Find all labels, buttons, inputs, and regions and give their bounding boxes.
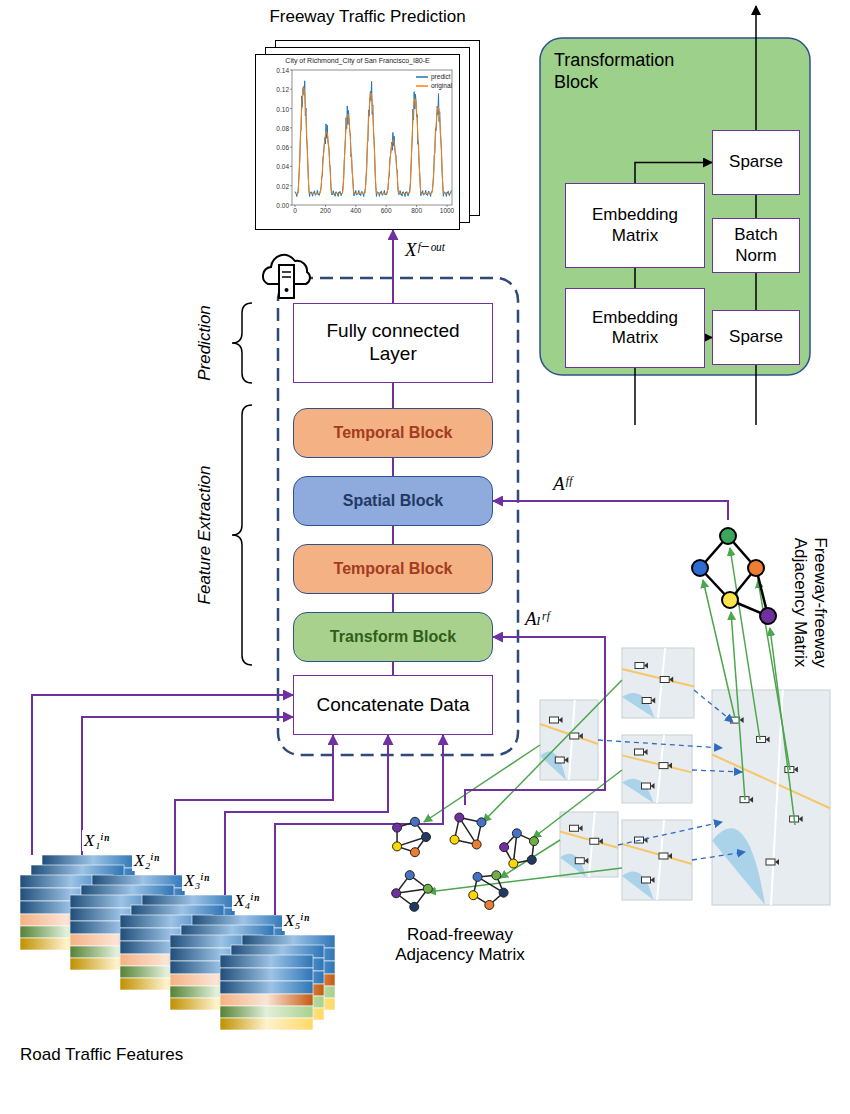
- axis-tick: 0.14: [276, 66, 289, 73]
- figure-label: Road Traffic Features: [20, 1045, 183, 1065]
- axis-tick: 0.00: [276, 202, 289, 209]
- feature-stack-figure: [220, 935, 335, 1030]
- input-line: [755, 365, 757, 425]
- process-box: Fully connected Layer: [293, 303, 493, 383]
- output-arrow: [755, 6, 757, 130]
- axis-tick: 0.04: [276, 163, 289, 170]
- edge-label: Aₗʳᶠ: [523, 607, 551, 630]
- legend-text: predict: [431, 73, 451, 80]
- axis-tick: 800: [411, 207, 422, 214]
- process-box: Concatenate Data: [293, 675, 493, 735]
- connector: [392, 458, 394, 476]
- box-label: Transform Block: [330, 627, 456, 646]
- axis-tick: 0.02: [276, 182, 289, 189]
- box-label: Embedding Matrix: [575, 308, 695, 349]
- box-label: Batch Norm: [721, 225, 791, 266]
- node-heading: Road-freeway Adjacency Matrix: [370, 925, 550, 966]
- node-heading: X₃ⁱⁿ: [182, 870, 211, 891]
- box-label: Temporal Block: [334, 559, 453, 578]
- axis-tick: 400: [350, 207, 361, 214]
- axis-tick: 600: [381, 207, 392, 214]
- node-heading: X₁ⁱⁿ: [82, 830, 111, 851]
- legend-sample: [416, 74, 428, 80]
- axis-tick: 0.08: [276, 124, 289, 131]
- temporal-block: Temporal Block: [293, 408, 493, 458]
- axis-tick: 1000: [440, 207, 454, 214]
- chart-title: City of Richmond_City of San Francisco_I…: [255, 57, 460, 64]
- axis-tick: 0.06: [276, 144, 289, 151]
- connector: [32, 695, 293, 855]
- spatial-block: Spatial Block: [293, 476, 493, 526]
- connector: [392, 383, 394, 408]
- section-label: Prediction: [195, 305, 215, 381]
- node-heading: Transformation Block: [554, 50, 689, 93]
- box-label: Fully connected Layer: [308, 320, 478, 366]
- connector: [634, 268, 636, 288]
- box-label: Temporal Block: [334, 423, 453, 442]
- legend-item: original: [416, 82, 452, 89]
- edge-label: Xᶠ⁻ᵒᵘᵗ: [403, 238, 446, 261]
- road-graph: Road-freeway Adjacency Matrix: [370, 805, 550, 970]
- feature-stack: X₅ⁱⁿ: [220, 935, 335, 1030]
- connector: [392, 662, 394, 675]
- connector: [392, 594, 394, 612]
- transformation-panel: [540, 38, 810, 375]
- box-label: Concatenate Data: [316, 694, 469, 717]
- axis-tick: 200: [320, 207, 331, 214]
- connector: [755, 195, 757, 218]
- process-box: Embedding Matrix: [565, 183, 705, 268]
- process-box: Embedding Matrix: [565, 288, 705, 368]
- legend-text: original: [431, 82, 452, 89]
- road-graphs: [370, 805, 550, 925]
- cloud-server-icon: [263, 255, 310, 298]
- process-box: Sparse: [712, 310, 800, 365]
- process-box: Batch Norm: [712, 218, 800, 273]
- node-heading: X₂ⁱⁿ: [132, 850, 161, 871]
- box-label: Sparse: [729, 152, 783, 172]
- axis-tick: 0.10: [276, 105, 289, 112]
- box-label: Spatial Block: [343, 491, 443, 510]
- bracket: [232, 303, 252, 383]
- connector: [635, 163, 712, 184]
- connector: [705, 337, 712, 339]
- input-line: [634, 368, 636, 425]
- axis-tick: 0.12: [276, 86, 289, 93]
- node-heading: X₄ⁱⁿ: [232, 890, 261, 911]
- node-heading: X₅ⁱⁿ: [282, 910, 311, 931]
- connector: [392, 526, 394, 544]
- transform-block: Transform Block: [293, 612, 493, 662]
- connector: [82, 717, 293, 875]
- legend-item: predict: [416, 73, 451, 80]
- connector: [755, 273, 757, 310]
- connector: [275, 735, 443, 935]
- edge-label: Aᶠᶠ: [551, 473, 573, 495]
- box-label: Sparse: [729, 327, 783, 347]
- transformation-block: Embedding MatrixSparseBatch NormEmbeddin…: [540, 38, 810, 375]
- freeway-graph: Freeway-freeway Adjacency Matrix: [688, 520, 833, 690]
- box-label: Embedding Matrix: [575, 205, 695, 246]
- node-heading: Freeway Traffic Prediction: [255, 7, 480, 27]
- bracket: [232, 405, 252, 665]
- connector: [493, 501, 728, 520]
- temporal-block: Temporal Block: [293, 544, 493, 594]
- node-heading: Freeway-freeway Adjacency Matrix: [790, 520, 830, 685]
- axis-tick: 0: [293, 207, 297, 214]
- process-box: Sparse: [712, 130, 800, 195]
- freeway-graph-figure: [688, 520, 788, 640]
- section-label: Feature Extraction: [195, 466, 215, 605]
- model-container: [278, 278, 518, 755]
- legend-sample: [416, 83, 428, 89]
- connector: [392, 230, 394, 303]
- connector: [175, 735, 333, 895]
